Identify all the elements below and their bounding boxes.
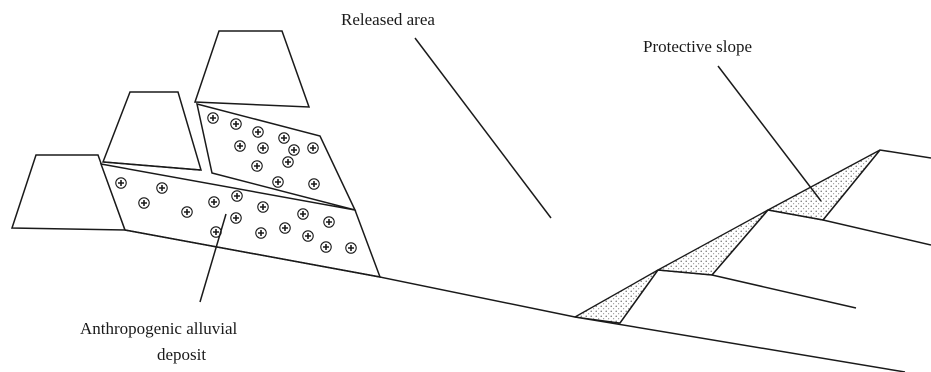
protective-wedge-middle (655, 209, 769, 276)
bench-upper (193, 30, 311, 108)
deposit-label-line1: Anthropogenic alluvial (80, 319, 237, 338)
bench-middle (101, 91, 203, 171)
ground-line (124, 229, 906, 372)
protective-wedge-upper (766, 149, 881, 221)
bench-line-lower (619, 269, 857, 324)
released-area-label: Released area (341, 10, 435, 29)
protective-slope-label: Protective slope (643, 37, 752, 56)
protective-wedge-lower (572, 269, 659, 324)
protective-slope-leader (717, 65, 822, 202)
protective-slope-benches (572, 149, 931, 324)
released-area-leader (414, 37, 552, 219)
bench-line-upper (822, 149, 931, 221)
deposit-leader (199, 213, 227, 303)
bench-lower (10, 154, 127, 231)
deposit-label-line2: deposit (157, 345, 206, 364)
bench-line-middle (711, 209, 931, 276)
bench-cut-line (103, 161, 201, 171)
